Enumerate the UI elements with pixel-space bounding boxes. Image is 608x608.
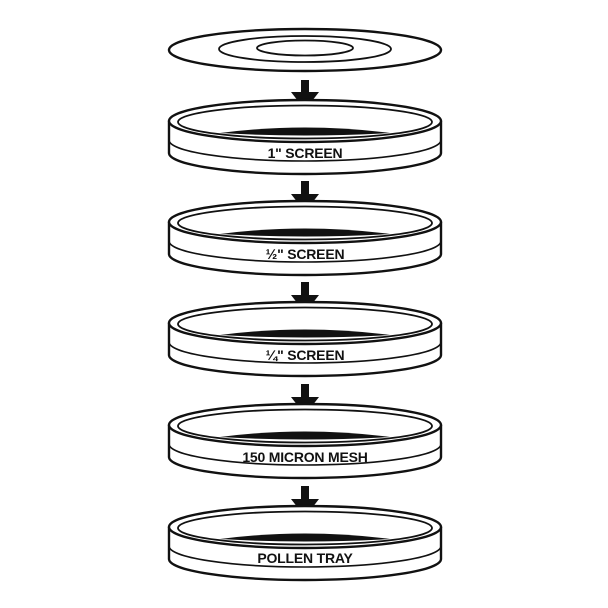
screen-mesh <box>220 329 390 338</box>
tray-band-line <box>168 240 442 263</box>
lid-outer-rim <box>167 27 443 73</box>
lid-inner-ring <box>256 39 354 57</box>
tray-rim-inner <box>177 510 433 546</box>
tray-floor <box>220 533 390 542</box>
tray-rim-inner <box>177 104 433 140</box>
layer-label-quarter-inch: ¼" SCREEN <box>266 347 345 363</box>
lid-middle-ring <box>218 35 392 63</box>
screen-mesh <box>220 228 390 237</box>
screen-mesh <box>220 431 390 440</box>
tray-band-line <box>168 341 442 364</box>
tray-band-line <box>168 139 442 162</box>
sieve-layer-150-micron: 150 MICRON MESH <box>167 402 443 480</box>
sieve-layer-half-inch: ½" SCREEN <box>167 199 443 277</box>
layer-label-150-micron: 150 MICRON MESH <box>242 449 367 465</box>
sieve-layer-1-inch: 1" SCREEN <box>167 98 443 176</box>
tray-band-line <box>168 545 442 568</box>
tray-rim-inner <box>177 408 433 444</box>
tray-rim-inner <box>177 306 433 342</box>
screen-mesh <box>220 127 390 136</box>
sieve-layer-quarter-inch: ¼" SCREEN <box>167 300 443 378</box>
lid <box>167 27 443 73</box>
layer-label-half-inch: ½" SCREEN <box>266 246 345 262</box>
layer-label-pollen-tray: POLLEN TRAY <box>257 550 353 566</box>
tray-rim-inner <box>177 205 433 241</box>
layer-label-1-inch: 1" SCREEN <box>268 145 343 161</box>
pollen-tray: POLLEN TRAY <box>167 504 443 582</box>
tray-band-line <box>168 443 442 466</box>
